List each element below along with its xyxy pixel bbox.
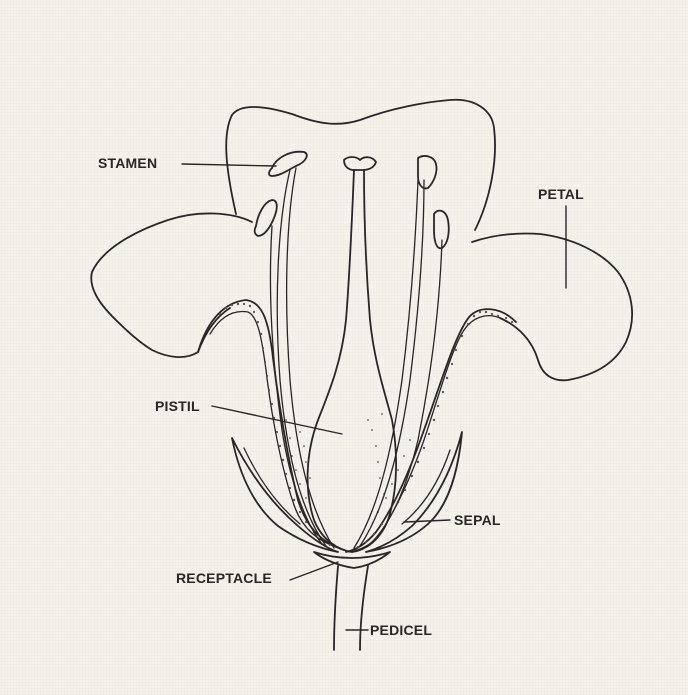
sepal-label: SEPAL xyxy=(454,512,501,528)
left-petal-stippling xyxy=(219,303,331,546)
receptacle-outline xyxy=(314,552,390,568)
pistil-outline-left xyxy=(308,170,354,552)
stamen-filament-4 xyxy=(368,240,442,546)
anther-left-top xyxy=(269,152,307,176)
receptacle-label: RECEPTACLE xyxy=(176,570,272,586)
anther-left-lower xyxy=(255,200,277,236)
sepal-leader-line xyxy=(404,520,450,522)
pistil-outline-right xyxy=(352,170,396,552)
stamen-filament-1b xyxy=(287,168,334,548)
right-petal-outline xyxy=(472,233,632,380)
pistil-base-stippling xyxy=(299,413,385,495)
pistil-label: PISTIL xyxy=(155,398,200,414)
pedicel-right-edge xyxy=(360,566,368,650)
left-petal-outline xyxy=(91,213,252,357)
stamen-filament-1 xyxy=(277,170,326,546)
receptacle-leader-line xyxy=(290,562,338,580)
stamen-leader-line xyxy=(182,164,276,166)
back-petal-outline xyxy=(226,100,495,230)
stamen-filament-3 xyxy=(360,180,424,546)
petal-label: PETAL xyxy=(538,186,584,202)
stigma xyxy=(344,157,376,170)
sepal-right-inner xyxy=(402,450,450,524)
anther-right-top xyxy=(418,156,437,188)
stamen-filament-3b xyxy=(354,180,418,548)
pedicel-label: PEDICEL xyxy=(370,622,432,638)
stamen-label: STAMEN xyxy=(98,155,157,171)
left-petal-inner-edge xyxy=(198,300,344,550)
pedicel-left-edge xyxy=(334,566,338,650)
